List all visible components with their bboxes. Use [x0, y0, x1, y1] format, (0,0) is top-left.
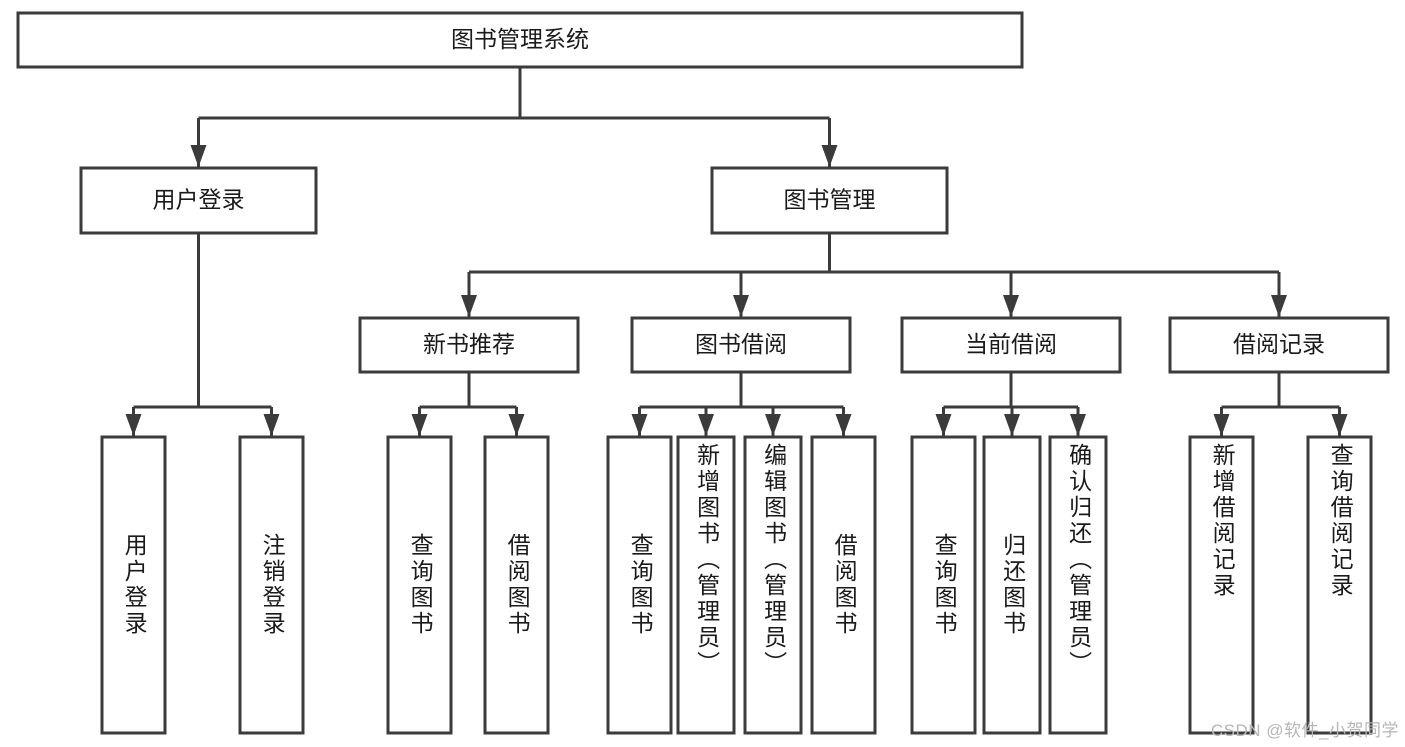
node-leaf-add-book-box[interactable] [676, 435, 736, 735]
node-current-borrow-box[interactable] [900, 316, 1122, 374]
node-book-borrow-box[interactable] [630, 316, 852, 374]
arrow-icon-to-leaf-add-record [1213, 414, 1230, 436]
node-leaf-query-record[interactable] [1306, 435, 1373, 735]
arrow-icon-to-leaf-user-login [125, 414, 142, 436]
arrow-icon-to-borrow-record [1271, 295, 1287, 317]
node-leaf-logout[interactable] [238, 435, 305, 735]
node-current-borrow-label: 当前借阅 [965, 331, 1057, 357]
node-leaf-query-book-3[interactable] [910, 435, 977, 735]
node-leaf-return-book[interactable] [982, 435, 1042, 735]
arrow-icon-to-leaf-query-book-3 [935, 414, 952, 436]
node-leaf-edit-book-box[interactable] [743, 435, 803, 735]
node-root-label: 图书管理系统 [451, 26, 589, 52]
node-leaf-borrow-book-2-box[interactable] [810, 435, 877, 735]
node-borrow-record-label: 借阅记录 [1233, 331, 1325, 357]
node-borrow-record-box[interactable] [1168, 316, 1390, 374]
arrow-icon-to-leaf-query-book-1 [411, 414, 428, 436]
arrow-icon-to-leaf-edit-book [765, 414, 781, 436]
node-book-manage[interactable]: 图书管理 [710, 166, 949, 235]
node-user-login[interactable]: 用户登录 [79, 166, 318, 235]
node-leaf-confirm-return-box[interactable] [1048, 435, 1108, 735]
connectors-layer [125, 67, 1348, 436]
node-borrow-record[interactable]: 借阅记录 [1168, 316, 1390, 374]
node-new-book-recommend[interactable]: 新书推荐 [358, 316, 580, 374]
node-leaf-add-record-box[interactable] [1188, 435, 1255, 735]
node-leaf-query-book-1-box[interactable] [386, 435, 453, 735]
node-leaf-return-book-box[interactable] [982, 435, 1042, 735]
node-leaf-confirm-return[interactable] [1048, 435, 1108, 735]
node-leaf-borrow-book-1-box[interactable] [483, 435, 550, 735]
node-leaf-query-book-2-box[interactable] [606, 435, 673, 735]
node-leaf-query-record-box[interactable] [1306, 435, 1373, 735]
arrow-icon-to-leaf-add-book [698, 414, 714, 436]
node-new-book-recommend-box[interactable] [358, 316, 580, 374]
node-leaf-query-book-1[interactable] [386, 435, 453, 735]
node-leaf-add-book[interactable] [676, 435, 736, 735]
node-book-manage-label: 图书管理 [784, 187, 876, 213]
arrow-icon-to-user-login [190, 145, 207, 167]
arrow-icon-to-current-borrow [1003, 295, 1019, 317]
node-leaf-query-book-2[interactable] [606, 435, 673, 735]
arrow-icon-to-leaf-confirm-return [1070, 414, 1086, 436]
node-new-book-recommend-label: 新书推荐 [423, 331, 515, 357]
node-leaf-add-record[interactable] [1188, 435, 1255, 735]
arrow-icon-to-leaf-return-book [1004, 414, 1020, 436]
node-leaf-user-login-box[interactable] [100, 435, 167, 735]
node-leaf-query-book-3-box[interactable] [910, 435, 977, 735]
arrow-icon-to-leaf-borrow-book-2 [835, 414, 852, 436]
node-root-box[interactable] [16, 11, 1024, 69]
node-user-login-label: 用户登录 [153, 187, 245, 213]
node-current-borrow[interactable]: 当前借阅 [900, 316, 1122, 374]
arrow-icon-to-book-borrow [733, 295, 749, 317]
node-leaf-edit-book[interactable] [743, 435, 803, 735]
node-root[interactable]: 图书管理系统 [16, 11, 1024, 69]
arrow-icon-to-book-manage [821, 145, 838, 167]
arrow-icon-to-leaf-logout [263, 414, 280, 436]
node-book-borrow[interactable]: 图书借阅 [630, 316, 852, 374]
node-book-manage-box[interactable] [710, 166, 949, 235]
node-leaf-logout-box[interactable] [238, 435, 305, 735]
node-user-login-box[interactable] [79, 166, 318, 235]
arrow-icon-to-leaf-borrow-book-1 [508, 414, 525, 436]
node-leaf-user-login[interactable] [100, 435, 167, 735]
arrow-icon-to-new-book-recommend [461, 295, 477, 317]
node-book-borrow-label: 图书借阅 [695, 331, 787, 357]
node-leaf-borrow-book-2[interactable] [810, 435, 877, 735]
node-leaf-borrow-book-1[interactable] [483, 435, 550, 735]
arrow-icon-to-leaf-query-record [1331, 414, 1348, 436]
arrow-icon-to-leaf-query-book-2 [631, 414, 648, 436]
watermark-text: CSDN @软件_小贺同学 [1210, 721, 1399, 740]
